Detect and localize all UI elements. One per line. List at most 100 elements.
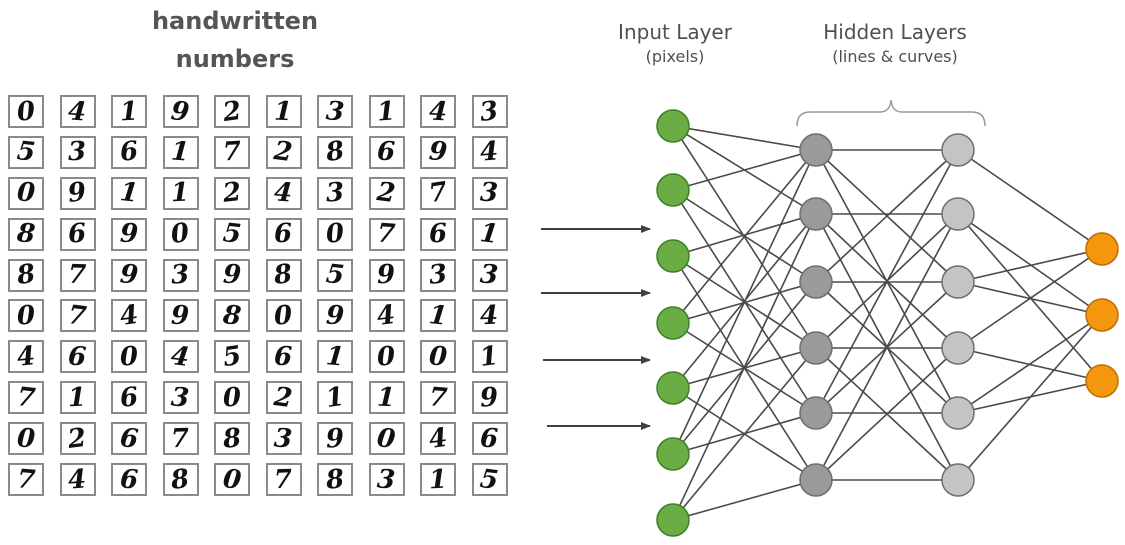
digit-cell: 6 [111,381,147,415]
hidden2-node [941,463,975,497]
output-node [1085,364,1119,398]
digit-cell: 5 [214,340,250,374]
digit-cell: 6 [111,135,147,169]
digit-cell: 0 [368,422,405,456]
digit-cell: 6 [59,340,96,374]
digit-cell: 1 [162,135,199,169]
digit-cell: 7 [368,217,405,251]
edge-hidden2-output [957,149,1103,250]
digit-cell: 3 [317,176,353,210]
hidden1-node [799,331,833,365]
digit-cell: 6 [111,422,147,456]
digit-cell: 5 [8,135,44,169]
digit-cell: 7 [8,463,44,497]
digit-cell: 3 [317,95,353,128]
digit-cell: 3 [471,258,508,292]
digit-cell: 7 [59,258,96,292]
hidden-layers-subtitle: (lines & curves) [832,47,958,66]
edge-input-hidden1 [672,149,817,191]
digit-cell: 0 [368,340,405,374]
digit-cell: 9 [162,95,199,128]
hidden2-node [941,133,975,167]
edge-input-hidden1 [672,347,817,521]
input-node [656,306,690,340]
network-edges [672,125,1103,521]
digit-cell: 9 [368,258,405,292]
input-layer-subtitle: (pixels) [645,47,705,66]
hidden1-node [799,396,833,430]
digit-cell: 4 [265,176,302,210]
digit-cell: 2 [214,176,250,210]
edge-hidden1-hidden2 [815,347,959,481]
digit-cell: 3 [59,135,96,169]
digit-cell: 0 [317,217,353,251]
output-node [1085,298,1119,332]
digit-cell: 4 [471,299,508,333]
digit-cell: 1 [471,217,508,251]
digit-cell: 0 [420,340,456,374]
digit-cell: 7 [420,176,456,210]
digit-cell: 5 [317,258,353,292]
output-node [1085,232,1119,266]
hidden1-node [799,133,833,167]
digit-cell: 9 [317,299,353,333]
digit-cell: 9 [317,422,353,456]
edge-hidden2-output [957,314,1103,414]
edge-input-hidden1 [672,149,817,324]
hidden2-node [941,265,975,299]
digit-cell: 4 [368,299,405,333]
digit-cell: 7 [265,463,302,497]
digit-cell: 7 [214,135,250,169]
digit-cell: 9 [471,381,508,415]
edge-input-hidden1 [672,125,817,151]
digit-cell: 9 [162,299,199,333]
digit-cell: 0 [8,176,44,210]
digit-cell: 1 [368,381,405,415]
edge-hidden2-output [957,314,1103,481]
digit-cell: 4 [59,463,96,497]
input-layer-title: Input Layer [618,20,732,44]
digit-cell: 3 [162,381,199,415]
digit-cell: 4 [420,95,456,128]
edge-hidden1-hidden2 [815,213,959,481]
digit-cell: 8 [317,135,353,169]
edge-hidden2-output [957,213,1103,382]
input-node [656,109,690,143]
edge-hidden2-output [957,213,1103,316]
digit-cell: 2 [214,95,250,128]
network-nodes [656,109,1119,537]
digit-cell: 4 [8,340,44,374]
hidden-layers-title: Hidden Layers [823,20,967,44]
digit-cell: 8 [8,258,44,292]
digit-cell: 8 [214,422,250,456]
digit-cell: 1 [59,381,96,415]
hidden1-node [799,463,833,497]
digit-cell: 3 [162,258,199,292]
edge-input-hidden1 [672,479,817,521]
digit-cell: 8 [214,299,250,333]
digit-cell: 1 [162,176,199,210]
digit-cell: 6 [111,463,147,497]
digit-cell: 7 [162,422,199,456]
digit-cell: 9 [111,217,147,251]
digit-cell: 1 [265,95,302,128]
grid-title-line2: numbers [175,45,295,73]
input-node [656,371,690,405]
digit-cell: 3 [420,258,456,292]
grid-title-line1: handwritten [151,7,319,35]
edge-hidden2-output [957,248,1103,283]
digit-cell: 0 [111,340,147,374]
digit-cell: 1 [420,299,456,333]
digit-cell: 3 [471,95,508,128]
digit-cell: 9 [111,258,147,292]
hidden2-node [941,331,975,365]
digit-cell: 9 [420,135,456,169]
digit-cell: 7 [420,381,456,415]
edge-hidden1-hidden2 [815,149,959,283]
edge-input-hidden1 [672,213,817,257]
digit-cell: 2 [265,135,302,169]
input-node [656,173,690,207]
digit-cell: 6 [265,340,302,374]
edge-hidden2-output [957,248,1103,349]
